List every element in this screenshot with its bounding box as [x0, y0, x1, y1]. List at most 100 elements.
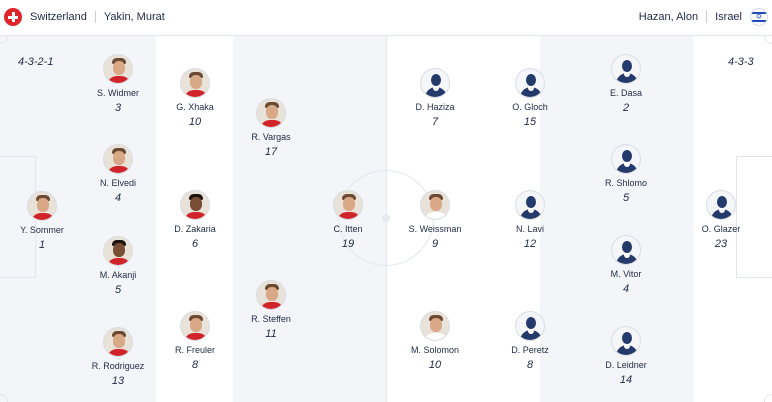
player-name: S. Weissman [408, 224, 462, 234]
player-placeholder-icon [706, 190, 736, 220]
away-coach-name[interactable]: Hazan, Alon [638, 11, 699, 23]
divider [706, 11, 708, 23]
player-name: D. Zakaria [174, 224, 216, 234]
player-number: 7 [431, 116, 439, 128]
player-card[interactable]: O. Gloch 15 [475, 68, 585, 129]
player-photo [256, 98, 286, 128]
player-card[interactable]: N. Elvedi 4 [63, 144, 173, 205]
player-name: S. Widmer [96, 88, 139, 98]
player-name: M. Akanji [99, 270, 137, 280]
corner-arc [764, 394, 772, 402]
away-team-name[interactable]: Israel [715, 11, 742, 23]
player-name: R. Rodriguez [91, 361, 145, 371]
match-lineups-header: Switzerland Yakin, Murat Hazan, Alon Isr… [0, 0, 772, 36]
player-name: N. Elvedi [99, 178, 136, 188]
player-number: 8 [526, 359, 534, 371]
player-placeholder-icon [420, 68, 450, 98]
player-photo [180, 190, 210, 220]
player-number: 11 [265, 328, 277, 340]
player-placeholder-icon [611, 326, 641, 356]
player-card[interactable]: R. Shlomo 5 [571, 144, 681, 205]
player-photo [256, 280, 286, 310]
player-name: C. Itten [333, 224, 363, 234]
player-card[interactable]: M. Akanji 5 [63, 236, 173, 297]
player-card[interactable]: D. Zakaria 6 [140, 190, 250, 251]
player-name: M. Vitor [610, 269, 642, 279]
player-photo [420, 190, 450, 220]
player-card[interactable]: G. Xhaka 10 [140, 68, 250, 129]
player-photo [180, 311, 210, 341]
player-photo [27, 191, 57, 221]
player-name: N. Lavi [515, 224, 544, 234]
israel-flag-icon: ✡ [750, 8, 768, 26]
player-card[interactable]: M. Vitor 4 [571, 235, 681, 296]
player-photo [103, 236, 133, 266]
player-card[interactable]: O. Glazer 23 [666, 190, 772, 251]
player-placeholder-icon [515, 190, 545, 220]
away-penalty-box [736, 156, 772, 278]
player-name: O. Gloch [512, 102, 548, 112]
player-card[interactable]: E. Dasa 2 [571, 54, 681, 115]
player-photo [103, 54, 133, 84]
player-number: 10 [428, 359, 442, 371]
player-card[interactable]: D. Leidner 14 [571, 326, 681, 387]
player-photo [333, 190, 363, 220]
player-placeholder-icon [515, 311, 545, 341]
player-name: D. Haziza [415, 102, 455, 112]
home-team-name[interactable]: Switzerland [30, 11, 87, 23]
player-number: 3 [114, 102, 122, 114]
player-number: 13 [111, 375, 125, 387]
player-photo [180, 68, 210, 98]
player-number: 8 [191, 359, 199, 371]
home-coach-name[interactable]: Yakin, Murat [103, 11, 165, 23]
player-card[interactable]: D. Peretz 8 [475, 311, 585, 372]
player-name: M. Solomon [410, 345, 460, 355]
player-photo [103, 144, 133, 174]
player-name: R. Shlomo [604, 178, 648, 188]
center-spot [382, 214, 390, 222]
player-number: 17 [264, 146, 278, 158]
player-photo [103, 327, 133, 357]
home-team-info: Switzerland Yakin, Murat [4, 8, 165, 26]
player-placeholder-icon [611, 54, 641, 84]
player-number: 19 [341, 238, 355, 250]
player-name: Y. Sommer [20, 225, 64, 235]
player-name: D. Peretz [511, 345, 549, 355]
player-number: 12 [523, 238, 537, 250]
player-placeholder-icon [611, 235, 641, 265]
away-team-info: Hazan, Alon Israel ✡ [639, 8, 768, 26]
player-card[interactable]: Y. Sommer 1 [0, 191, 97, 252]
player-name: D. Leidner [605, 360, 647, 370]
player-photo [420, 311, 450, 341]
switzerland-flag-icon [4, 8, 22, 26]
player-number: 5 [622, 192, 630, 204]
player-number: 9 [431, 238, 439, 250]
player-card[interactable]: N. Lavi 12 [475, 190, 585, 251]
player-placeholder-icon [611, 144, 641, 174]
player-card[interactable]: R. Freuler 8 [140, 311, 250, 372]
player-name: G. Xhaka [176, 102, 214, 112]
player-name: E. Dasa [609, 88, 642, 98]
away-formation: 4-3-3 [728, 56, 754, 68]
player-card[interactable]: R. Vargas 17 [216, 98, 326, 159]
lineup-pitch: 4-3-2-1 4-3-3 Y. Sommer 1 S. Widmer 3 N.… [0, 36, 772, 402]
player-card[interactable]: M. Solomon 10 [380, 311, 490, 372]
player-number: 1 [38, 239, 46, 251]
player-name: R. Freuler [174, 345, 215, 355]
player-card[interactable]: C. Itten 19 [293, 190, 403, 251]
player-card[interactable]: D. Haziza 7 [380, 68, 490, 129]
player-number: 5 [114, 284, 122, 296]
player-placeholder-icon [515, 68, 545, 98]
player-number: 15 [523, 116, 537, 128]
player-name: R. Steffen [251, 314, 291, 324]
player-number: 23 [714, 238, 728, 250]
home-formation: 4-3-2-1 [18, 56, 54, 68]
player-card[interactable]: S. Widmer 3 [63, 54, 173, 115]
player-card[interactable]: R. Rodriguez 13 [63, 327, 173, 388]
player-number: 14 [619, 374, 633, 386]
player-card[interactable]: R. Steffen 11 [216, 280, 326, 341]
player-card[interactable]: S. Weissman 9 [380, 190, 490, 251]
corner-arc [764, 36, 772, 44]
player-number: 2 [622, 102, 630, 114]
player-number: 10 [188, 116, 202, 128]
